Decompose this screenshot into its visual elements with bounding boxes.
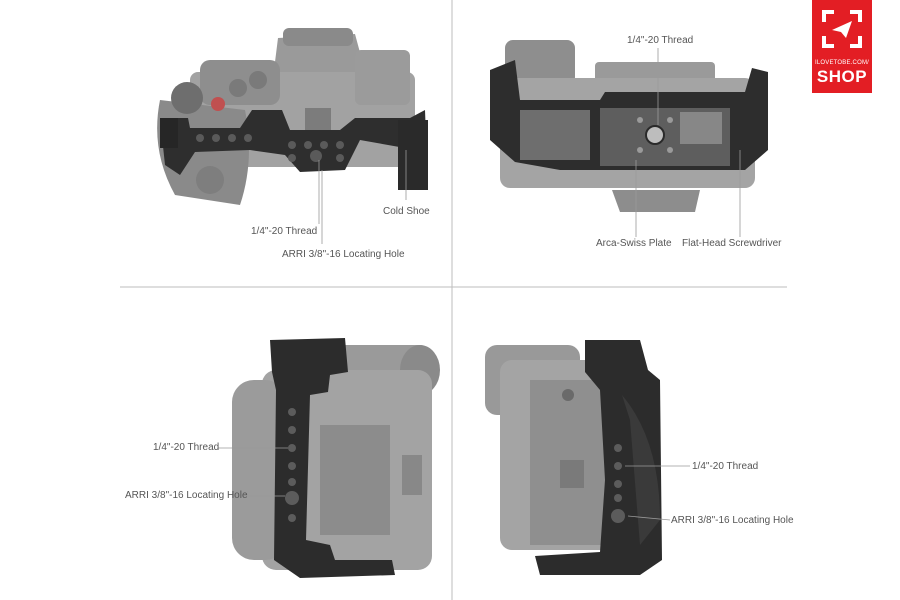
br-arri-label: ARRI 3/8"-16 Locating Hole bbox=[671, 515, 794, 526]
br-thread-label: 1/4"-20 Thread bbox=[692, 461, 759, 472]
mode-dial-icon bbox=[171, 82, 203, 114]
tl-cold-shoe-label: Cold Shoe bbox=[383, 206, 430, 217]
bottom-right-leaders bbox=[625, 465, 690, 521]
cage-side-left bbox=[270, 338, 395, 578]
tl-arri-label: ARRI 3/8"-16 Locating Hole bbox=[282, 249, 405, 260]
logo-shop-text: SHOP bbox=[816, 67, 868, 86]
shop-logo: ILOVETOBE.COM/ SHOP bbox=[812, 0, 872, 93]
bl-thread-label: 1/4"-20 Thread bbox=[153, 442, 220, 453]
cage-top-handle bbox=[160, 110, 428, 190]
top-left-leaders bbox=[318, 150, 407, 244]
bottom-left-leaders bbox=[218, 447, 288, 497]
bottom-view-camera-photo bbox=[490, 40, 768, 212]
side-view-left-photo bbox=[232, 338, 440, 578]
tr-arca-label: Arca-Swiss Plate bbox=[596, 238, 672, 249]
tr-screwdriver-label: Flat-Head Screwdriver bbox=[682, 238, 782, 249]
tr-thread-label: 1/4"-20 Thread bbox=[627, 35, 694, 46]
logo-site-text: ILOVETOBE.COM/ bbox=[814, 60, 870, 66]
bl-arri-label: ARRI 3/8"-16 Locating Hole bbox=[125, 490, 248, 501]
top-view-camera-photo bbox=[157, 28, 428, 205]
top-right-leaders bbox=[635, 48, 741, 237]
paper-plane-frame-icon bbox=[822, 10, 862, 48]
record-button-icon bbox=[211, 97, 225, 111]
side-view-right-photo bbox=[485, 340, 662, 575]
tl-thread-label: 1/4"-20 Thread bbox=[251, 226, 318, 237]
thread-screw-icon bbox=[645, 125, 665, 145]
